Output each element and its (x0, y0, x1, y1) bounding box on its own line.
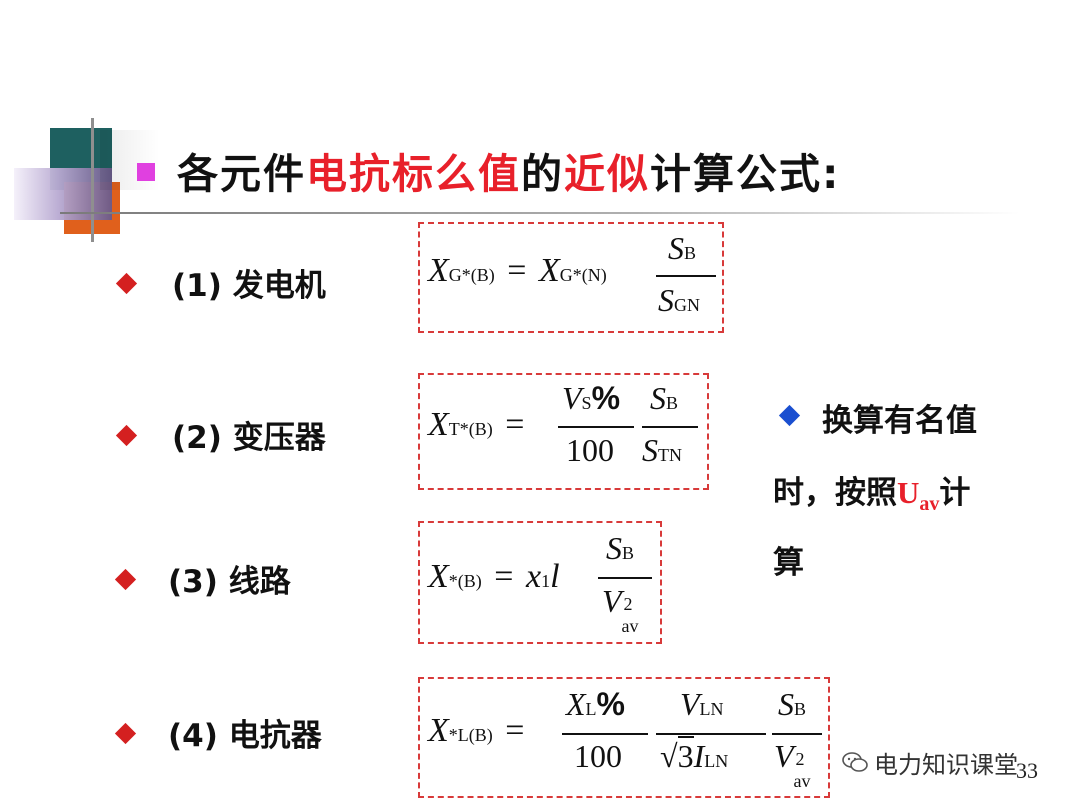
formula-transformer-fraction-bar-1 (558, 426, 634, 428)
decor-shadow (100, 130, 160, 190)
formula-transformer-numerator-2: SB (650, 380, 679, 416)
side-note-line-2: 时，按照Uav计 (773, 475, 971, 516)
title-text-1: 各元件 (177, 150, 306, 198)
formula-generator-lhs: XG*(B) = XG*(N) (428, 252, 607, 289)
formula-reactor-numerator-1: XL% (566, 686, 625, 722)
uav-symbol: Uav (897, 475, 940, 516)
page-title: 各元件电抗标么值的近似计算公式: (177, 140, 840, 200)
formula-reactor-fraction-bar-1 (562, 733, 648, 735)
formula-generator-numerator: SB (668, 230, 697, 266)
bullet-diamond-icon (114, 722, 137, 745)
formula-generator-fraction-bar (656, 275, 716, 277)
formula-reactor-box (418, 677, 830, 798)
title-text-2: 的 (521, 150, 564, 198)
side-note-line-3: 算 (773, 545, 804, 581)
formula-line-numerator: SB (606, 530, 635, 566)
side-note-line-1: 换算有名值 (822, 403, 977, 439)
formula-transformer-denominator-1: 100 (566, 432, 614, 468)
formula-reactor-lhs: X*L(B) = (428, 712, 525, 749)
watermark-text: 电力知识课堂 (874, 751, 1018, 779)
title-text-3: 计算公式: (650, 150, 841, 198)
formula-generator-denominator: SGN (658, 282, 700, 318)
page-number: 33 (1016, 758, 1038, 783)
formula-reactor-denominator-2: √3ILN (660, 736, 729, 774)
title-underline (60, 212, 1020, 214)
formula-reactor-numerator-2: VLN (680, 686, 724, 722)
item-reactor-label: (4) 电抗器 (168, 718, 322, 754)
bullet-diamond-icon (115, 424, 138, 447)
decor-block-lilac (14, 168, 112, 220)
formula-transformer-fraction-bar-2 (642, 426, 698, 428)
bullet-diamond-icon (114, 568, 137, 591)
title-highlight-reactance: 电抗标么值 (306, 150, 521, 198)
bullet-diamond-icon (115, 272, 138, 295)
formula-generator-box (418, 222, 724, 333)
item-generator-label: (1) 发电机 (172, 268, 326, 304)
item-line-label: (3) 线路 (168, 564, 291, 600)
formula-reactor-fraction-bar-2 (656, 733, 766, 735)
wechat-icon (842, 752, 868, 772)
title-highlight-approx: 近似 (564, 150, 650, 198)
decor-vertical-line (91, 118, 94, 242)
formula-transformer-denominator-2: STN (642, 432, 682, 468)
formula-reactor-fraction-bar-3 (772, 733, 822, 735)
formula-reactor-denominator-1: 100 (574, 738, 622, 774)
formula-transformer-numerator-1: VS% (562, 380, 621, 416)
item-transformer-label: (2) 变压器 (172, 420, 326, 456)
formula-line-box (418, 521, 662, 644)
formula-transformer-lhs: XT*(B) = (428, 406, 525, 443)
formula-line-lhs: X*(B) = x1l (428, 558, 560, 595)
title-bullet-icon (137, 163, 155, 181)
note-bullet-diamond-icon (778, 404, 801, 427)
formula-reactor-numerator-3: SB (778, 686, 807, 722)
formula-transformer-box (418, 373, 709, 490)
formula-line-fraction-bar (598, 577, 652, 579)
